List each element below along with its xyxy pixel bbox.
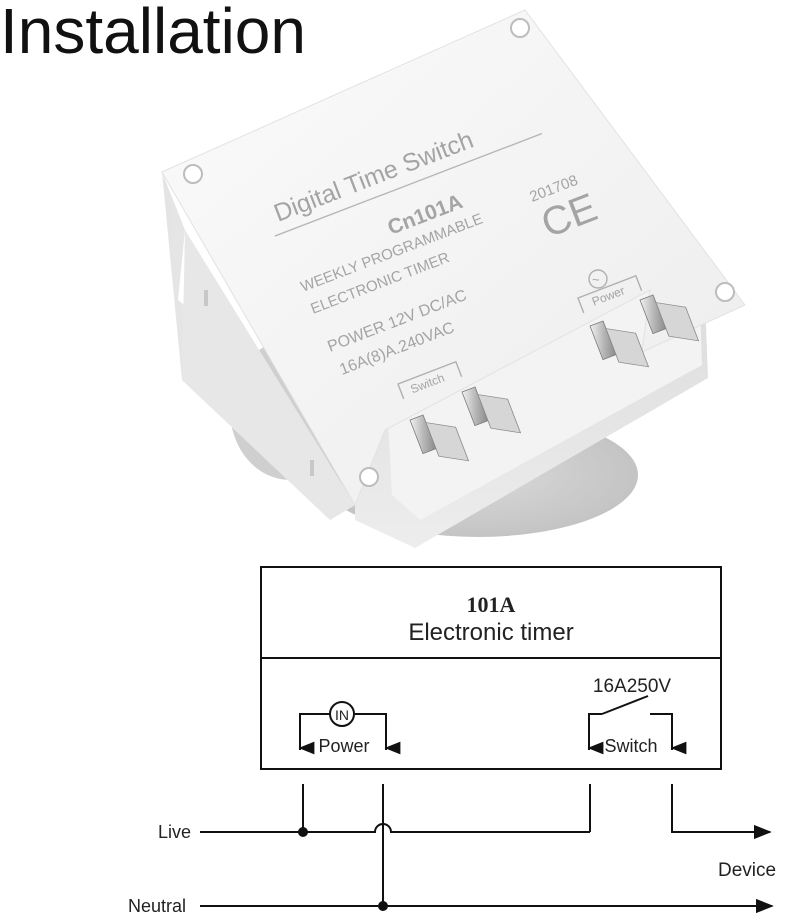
diagram-switch-label: Switch — [604, 736, 657, 756]
power-symbol-icon — [588, 269, 608, 289]
mount-hole — [715, 282, 735, 302]
live-wire — [200, 823, 590, 833]
timer-box — [260, 566, 722, 770]
wire-switch-out — [671, 784, 772, 840]
mount-hole — [510, 18, 530, 38]
diagram-model: 101A — [467, 592, 516, 617]
diagram-live-label: Live — [158, 822, 191, 842]
live-junction — [298, 827, 308, 837]
diagram-power-symbol: IN — [335, 707, 349, 723]
mount-hole — [183, 164, 203, 184]
diagram-device-label: Device — [718, 860, 776, 881]
diagram-subtitle: Electronic timer — [408, 619, 573, 646]
timer-device: Digital Time Switch Cn101A 201708 CE WEE… — [161, 9, 746, 548]
wiring-diagram — [200, 566, 774, 914]
switch-contact-group — [587, 695, 687, 755]
terminal-blade — [639, 294, 700, 342]
terminal-blade — [589, 320, 650, 368]
power-in-icon — [329, 701, 355, 727]
diagram-rating: 16A250V — [593, 676, 672, 697]
terminal-blade — [409, 414, 470, 462]
diagram-power-label: Power — [318, 736, 369, 756]
diagram-neutral-label: Neutral — [128, 896, 186, 916]
device-power-symbol: ~ — [592, 272, 600, 287]
page-title: Installation — [0, 0, 306, 67]
terminal-blade — [461, 386, 522, 434]
mount-hole — [359, 467, 379, 487]
power-terminal-group — [298, 701, 401, 755]
switch-contact-icon — [601, 695, 649, 715]
neutral-junction — [378, 901, 388, 911]
device-top-face — [161, 9, 746, 507]
